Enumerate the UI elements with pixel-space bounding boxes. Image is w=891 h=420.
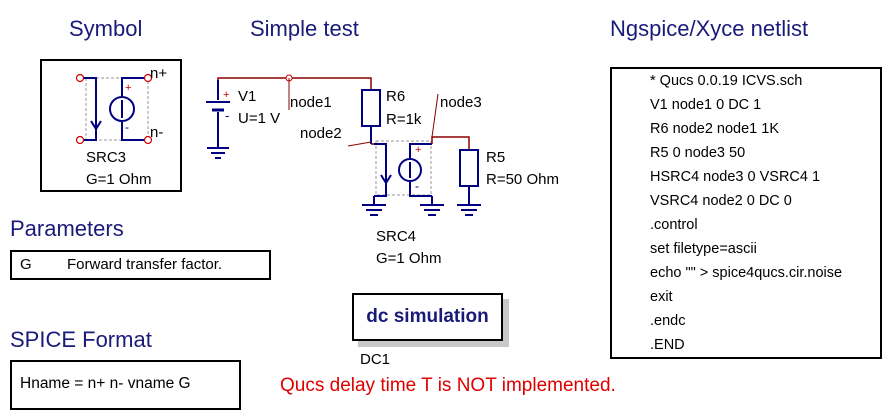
netlist-line: .endc — [650, 313, 686, 329]
netlist-line: VSRC4 node2 0 DC 0 — [650, 193, 792, 209]
src4-source — [374, 140, 432, 197]
src3-left-branch — [80, 77, 97, 141]
symbol-pin-neg: n- — [150, 124, 164, 141]
src3-pin-tl — [75, 73, 85, 83]
r6-name: R6 — [386, 88, 406, 105]
src4-ground-right — [420, 196, 444, 216]
r5-ground — [457, 200, 481, 216]
src3-outline — [85, 77, 149, 141]
src3-pin-tr — [143, 73, 153, 83]
netlist-line: * Qucs 0.0.19 ICVS.sch — [650, 73, 803, 89]
src3-plus-sign: + — [125, 82, 132, 94]
node1-label: node1 — [290, 94, 332, 111]
netlist-line: HSRC4 node3 0 VSRC4 1 — [650, 169, 821, 185]
spice-format-box — [10, 360, 241, 410]
src4-ground-left — [362, 196, 386, 216]
symbol-pin-pos: n+ — [150, 65, 168, 82]
r5-name: R5 — [486, 149, 506, 166]
simple-test-heading: Simple test — [250, 16, 359, 41]
netlist-line: exit — [650, 289, 673, 305]
wire-node3 — [431, 136, 470, 150]
v1-ground — [207, 140, 229, 159]
symbol-name: SRC3 — [86, 149, 127, 166]
src4-name: SRC4 — [376, 228, 417, 245]
parameter-name: G — [20, 256, 32, 273]
parameters-box — [10, 250, 271, 280]
src3-symbol — [75, 73, 153, 145]
src3-right-top — [121, 77, 148, 96]
v1-source — [206, 80, 230, 140]
node2-label: node2 — [300, 125, 342, 142]
symbol-box — [40, 59, 182, 192]
src4-minus-sign: - — [415, 179, 419, 193]
v1-minus-sign: - — [225, 108, 230, 123]
src3-arrow-head — [90, 120, 102, 131]
netlist-line: .END — [650, 337, 685, 353]
spice-format-text: Hname = n+ n- vname G — [20, 375, 191, 392]
netlist-line: set filetype=ascii — [650, 241, 757, 257]
src3-source-circle — [109, 96, 135, 122]
r6-resistor — [361, 89, 381, 144]
netlist-line: R6 node2 node1 1K — [650, 121, 779, 137]
symbol-gain: G=1 Ohm — [86, 171, 152, 188]
node2-label-line — [347, 141, 372, 147]
simulation-name: DC1 — [360, 351, 391, 368]
src3-pin-bl — [75, 135, 85, 145]
parameter-description: Forward transfer factor. — [67, 256, 223, 273]
netlist-line: V1 node1 0 DC 1 — [650, 97, 762, 113]
spice-format-heading: SPICE Format — [10, 327, 152, 352]
src3-pin-br — [143, 135, 153, 145]
netlist-heading: Ngspice/Xyce netlist — [610, 16, 809, 41]
src3-right-bottom — [121, 122, 148, 141]
symbol-heading: Symbol — [69, 16, 143, 41]
node3-label: node3 — [440, 94, 482, 111]
dc-simulation-block[interactable]: dc simulation — [352, 293, 503, 341]
wire-node1 — [217, 77, 372, 90]
netlist-line: .control — [650, 217, 698, 233]
r5-resistor — [459, 149, 479, 200]
netlist-line: R5 0 node3 50 — [650, 145, 746, 161]
r6-value: R=1k — [386, 111, 422, 128]
src3-minus-sign: - — [125, 120, 129, 134]
node3-label-line — [431, 93, 439, 138]
warning-text: Qucs delay time T is NOT implemented. — [280, 375, 616, 396]
parameters-heading: Parameters — [10, 216, 124, 241]
src4-gain: G=1 Ohm — [376, 250, 442, 267]
v1-name: V1 — [238, 88, 257, 105]
netlist-box — [610, 67, 882, 359]
netlist-line: echo "" > spice4qucs.cir.noise — [650, 265, 843, 281]
r5-value: R=50 Ohm — [486, 171, 559, 188]
v1-plus-sign: + — [223, 89, 230, 101]
src4-plus-sign: + — [415, 144, 422, 156]
v1-value: U=1 V — [238, 110, 281, 127]
